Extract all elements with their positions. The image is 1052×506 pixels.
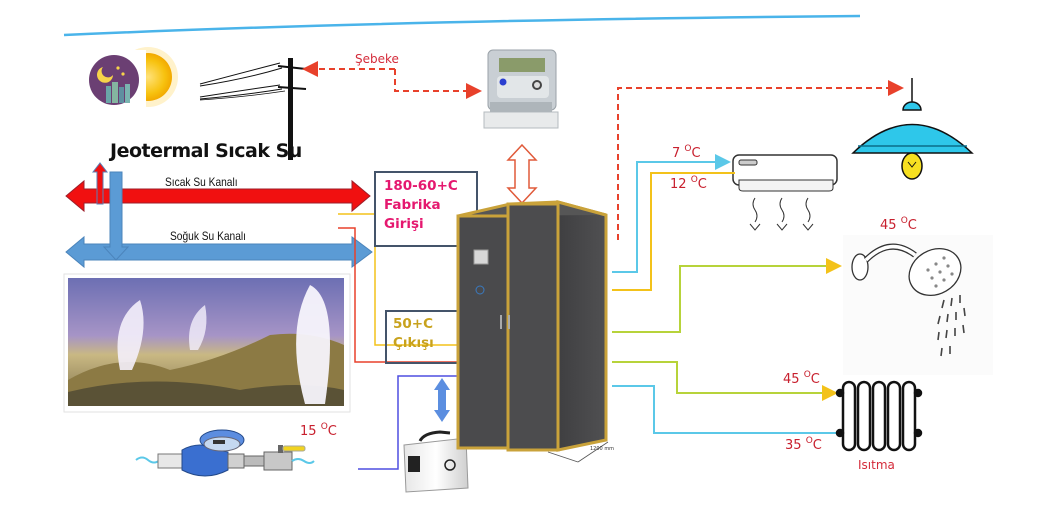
battery-storage-icon bbox=[403, 430, 469, 493]
page-title: Jeotermal Sıcak Su bbox=[110, 140, 302, 162]
top-accent-line bbox=[63, 14, 861, 37]
hot-channel-label: Sıcak Su Kanalı bbox=[165, 175, 238, 189]
ac-return-temp: 12 OC bbox=[670, 175, 707, 192]
radiator-return-temp: 35 OC bbox=[785, 436, 822, 453]
geothermal-field-image bbox=[63, 273, 351, 413]
ac-return-pipe bbox=[612, 172, 735, 291]
power-pole-icon bbox=[199, 58, 307, 160]
cabinet-to-lamp-line bbox=[617, 80, 904, 240]
outlet-box-text: 50+C Çıkışı bbox=[393, 315, 434, 353]
ac-supply-temp: 7 OC bbox=[672, 144, 701, 161]
outlet-label: Çıkışı bbox=[393, 335, 434, 351]
radiator-icon bbox=[835, 380, 923, 452]
electricity-meter-icon bbox=[483, 49, 559, 129]
inlet-temp-range: 180-60+C bbox=[384, 178, 458, 194]
grid-to-meter-line bbox=[394, 69, 482, 99]
inlet-label-line2: Fabrika bbox=[384, 197, 441, 213]
outlet-temp: 50+C bbox=[393, 316, 434, 332]
hot-water-up-arrow bbox=[91, 162, 109, 205]
energy-cabinet-icon bbox=[456, 200, 609, 463]
heating-label: Isıtma bbox=[858, 458, 895, 472]
inlet-box-text: 180-60+C Fabrika Girişi bbox=[384, 177, 458, 234]
radiator-return-pipe bbox=[612, 385, 838, 434]
water-inlet-temp: 15 OC bbox=[300, 422, 337, 439]
cold-water-down-arrow bbox=[102, 171, 130, 261]
hot-inlet-line bbox=[338, 213, 462, 346]
shower-temp: 45 OC bbox=[880, 216, 917, 233]
cold-channel-label: Soğuk Su Kanalı bbox=[170, 229, 246, 243]
cold-inlet-line bbox=[358, 375, 462, 470]
meter-cabinet-double-arrow bbox=[506, 143, 538, 205]
ceiling-lamp-icon bbox=[851, 78, 974, 180]
cabinet-battery-double-arrow bbox=[434, 378, 450, 422]
inlet-label-line3: Girişi bbox=[384, 216, 424, 232]
water-meter-icon bbox=[135, 429, 315, 477]
outlet-box bbox=[385, 310, 462, 364]
cabinet-dimension: 1200 mm bbox=[590, 446, 615, 452]
radiator-supply-pipe bbox=[612, 361, 838, 401]
hot-water-channel-arrow bbox=[65, 179, 371, 213]
radiator-supply-temp: 45 OC bbox=[783, 370, 820, 387]
shower-head-icon bbox=[843, 235, 993, 375]
grid-label: Şebeke bbox=[355, 52, 399, 66]
cold-water-channel-arrow bbox=[65, 235, 373, 269]
shower-pipe bbox=[612, 258, 842, 333]
ac-supply-pipe bbox=[612, 154, 731, 273]
night-city-icon bbox=[86, 50, 146, 110]
air-conditioner-icon bbox=[732, 154, 838, 231]
